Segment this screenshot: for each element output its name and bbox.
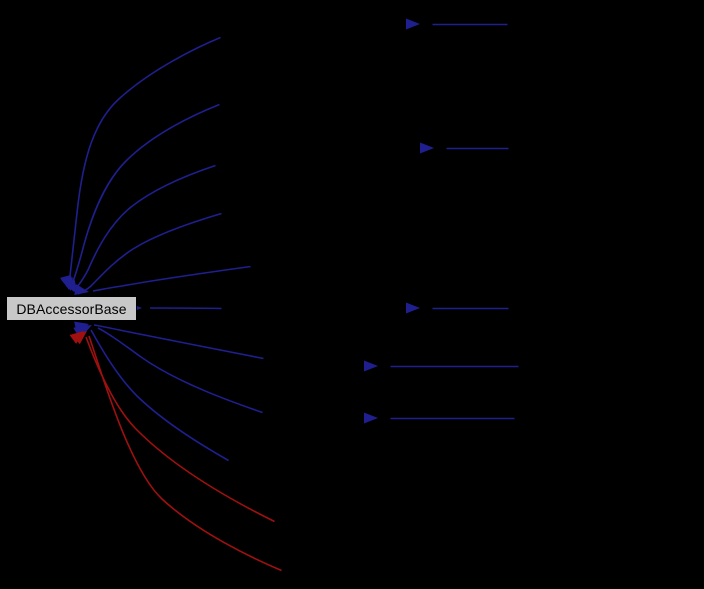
graph-edge xyxy=(97,327,263,414)
graph-edge xyxy=(73,164,216,291)
graph-node-dbaccessorbase[interactable]: DBAccessorBase xyxy=(6,296,137,321)
graph-edge xyxy=(88,335,282,572)
graph-edge xyxy=(149,307,222,310)
graph-edge xyxy=(85,336,275,523)
graph-edge xyxy=(68,36,221,286)
graph-edge-arrowhead xyxy=(73,325,88,338)
graph-edge xyxy=(90,329,229,462)
graph-edge-arrowhead xyxy=(420,142,434,154)
graph-edge-arrowhead xyxy=(364,412,378,424)
graph-edge-arrowhead xyxy=(406,302,420,314)
edge-layer xyxy=(68,23,519,572)
graph-edge-arrowhead xyxy=(65,279,78,294)
graph-edge xyxy=(92,265,251,292)
graph-node-label: DBAccessorBase xyxy=(16,300,127,317)
graph-edge xyxy=(93,324,264,360)
graph-edge-arrowhead xyxy=(406,18,420,30)
graph-edge xyxy=(70,103,220,288)
graph-edge-arrowhead xyxy=(364,360,378,372)
graph-edge-arrowhead xyxy=(72,331,87,345)
graph-edge-arrowhead xyxy=(74,284,89,295)
